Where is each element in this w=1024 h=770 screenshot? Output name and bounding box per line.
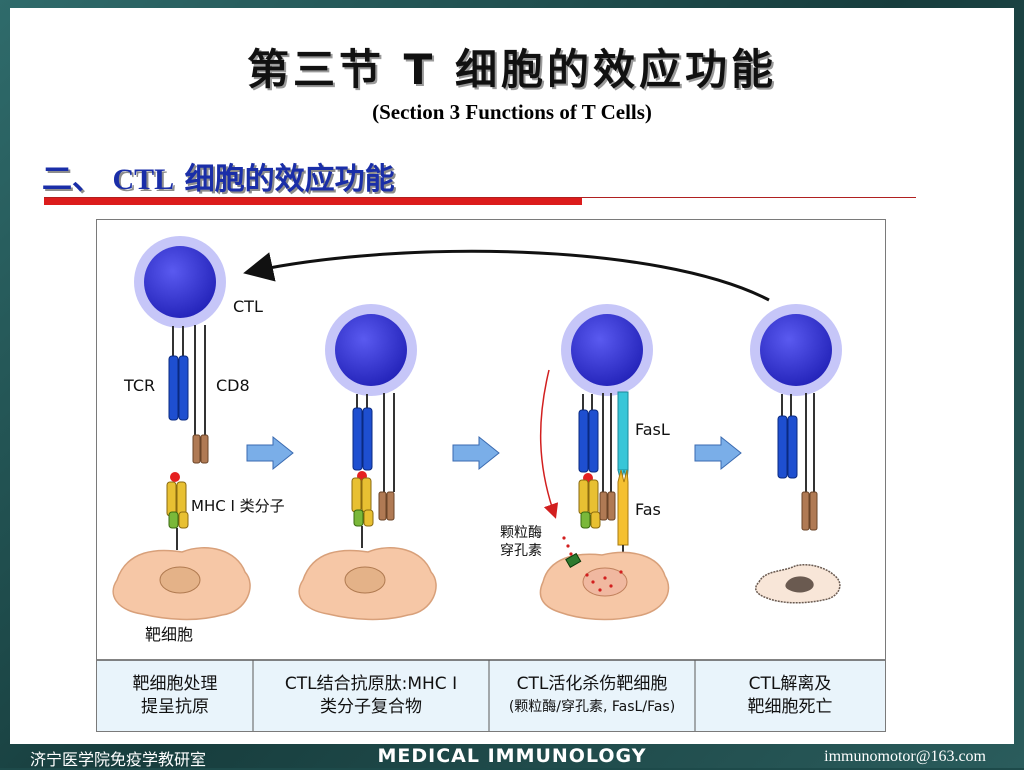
footer-email: immunomotor@163.com bbox=[824, 748, 986, 765]
label-cd8: CD8 bbox=[216, 376, 250, 395]
ctl-nucleus bbox=[144, 246, 216, 318]
label-fas: Fas bbox=[635, 500, 661, 519]
section-heading: 二、 CTL 细胞的效应功能 bbox=[42, 154, 395, 198]
step-arrow-3 bbox=[694, 435, 742, 471]
stage-3: FasL Fas 颗粒酶 穿孔素 bbox=[500, 304, 670, 621]
caption-cell-1: 靶细胞处理 提呈抗原 bbox=[97, 660, 253, 731]
caption-1-line2: 提呈抗原 bbox=[141, 696, 209, 717]
label-fasl: FasL bbox=[635, 420, 670, 439]
caption-3-line1: CTL活化杀伤靶细胞 bbox=[516, 673, 668, 694]
slide-subtitle: (Section 3 Functions of T Cells) bbox=[372, 100, 652, 124]
caption-cell-3: CTL活化杀伤靶细胞 (颗粒酶/穿孔素, FasL/Fas) bbox=[489, 660, 695, 731]
heading-number: 二、 bbox=[42, 162, 102, 197]
slide-title: 第三节 T 细胞的效应功能 bbox=[247, 45, 777, 94]
heading-rule bbox=[44, 198, 582, 205]
ctl-diagram: CTL TCR CD8 MHC Ⅰ 类分子 靶细胞 bbox=[96, 219, 886, 732]
caption-1-line1: 靶细胞处理 bbox=[132, 673, 218, 694]
heading-rule-thin bbox=[44, 197, 916, 198]
return-arrow bbox=[243, 249, 770, 302]
cd8-icon bbox=[192, 434, 209, 464]
label-mhc: MHC Ⅰ 类分子 bbox=[191, 497, 285, 515]
stage-2 bbox=[298, 304, 437, 621]
step-arrow-1 bbox=[246, 435, 294, 471]
caption-table bbox=[97, 660, 885, 731]
caption-4-line2: 靶细胞死亡 bbox=[747, 696, 833, 717]
label-target-cell: 靶细胞 bbox=[145, 625, 193, 644]
caption-cell-2: CTL结合抗原肽:MHC Ⅰ 类分子复合物 bbox=[253, 660, 489, 731]
heading-ctl: CTL bbox=[112, 163, 175, 196]
fas-icon bbox=[617, 469, 629, 558]
caption-2-line2: 类分子复合物 bbox=[320, 696, 422, 717]
caption-4-line1: CTL解离及 bbox=[748, 673, 832, 694]
stage-1: CTL TCR CD8 MHC Ⅰ 类分子 靶细胞 bbox=[112, 236, 285, 644]
caption-2-line1: CTL结合抗原肽:MHC Ⅰ bbox=[284, 673, 458, 694]
label-perforin: 穿孔素 bbox=[500, 543, 542, 559]
ctl-diagram-svg: CTL TCR CD8 MHC Ⅰ 类分子 靶细胞 bbox=[97, 236, 885, 731]
label-ctl: CTL bbox=[233, 297, 263, 316]
label-tcr: TCR bbox=[123, 376, 155, 395]
mhc-icon bbox=[166, 472, 189, 550]
step-arrow-2 bbox=[452, 435, 500, 471]
footer-institution: 济宁医学院免疫学教研室 bbox=[30, 750, 207, 769]
tcr-icon bbox=[168, 355, 189, 421]
stage-4 bbox=[750, 304, 842, 604]
granule-arrow bbox=[539, 369, 559, 519]
label-granzyme: 颗粒酶 bbox=[500, 525, 542, 541]
fasl-icon bbox=[617, 391, 629, 483]
slide: 第三节 T 细胞的效应功能 (Section 3 Functions of T … bbox=[10, 8, 1014, 744]
caption-cell-4: CTL解离及 靶细胞死亡 bbox=[695, 660, 885, 731]
caption-3-line2: (颗粒酶/穿孔素, FasL/Fas) bbox=[508, 698, 676, 715]
heading-text: 细胞的效应功能 bbox=[184, 162, 395, 197]
footer-course: MEDICAL IMMUNOLOGY bbox=[377, 745, 647, 767]
